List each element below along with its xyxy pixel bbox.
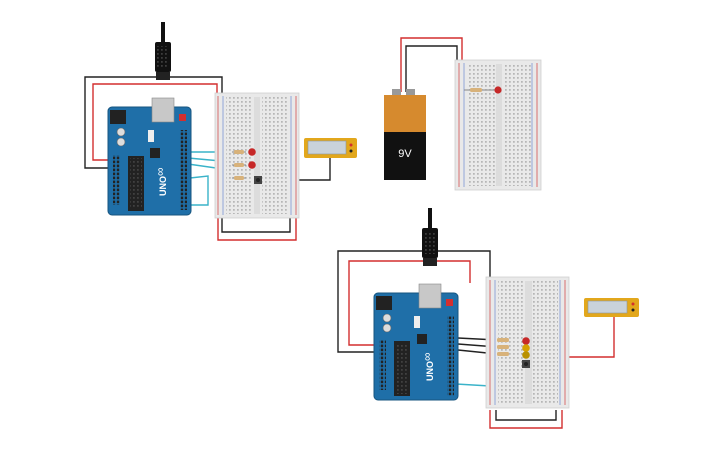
arduino-logo-text: UNO — [425, 361, 435, 381]
infinity-icon: ∞ — [420, 352, 434, 361]
battery-9v[interactable]: 9V — [384, 89, 426, 180]
resistor-1a[interactable] — [232, 150, 246, 154]
power-header — [113, 155, 120, 205]
battery-label: 9V — [398, 148, 412, 160]
circuit-3[interactable]: UNO ∞ — [337, 208, 639, 429]
circuit-2[interactable]: 9V — [384, 37, 542, 191]
power-jack — [110, 110, 126, 124]
digital-header — [180, 130, 187, 210]
reset-button[interactable] — [179, 114, 186, 121]
led-red-2[interactable] — [494, 86, 502, 94]
led-red-1a[interactable] — [248, 148, 256, 156]
resistor-2[interactable] — [464, 88, 494, 92]
power-header — [379, 340, 386, 390]
arduino-uno-board-1[interactable]: UNO ∞ — [107, 97, 192, 216]
resistor-3c[interactable] — [497, 352, 509, 356]
power-jack — [376, 296, 392, 310]
usb-cable[interactable] — [155, 22, 171, 80]
resistor-1c[interactable] — [232, 176, 246, 180]
infinity-icon: ∞ — [153, 167, 167, 176]
pushbutton-3[interactable] — [522, 360, 530, 368]
arduino-logo-text: UNO — [158, 176, 168, 196]
digital-header — [447, 316, 454, 396]
reset-button[interactable] — [446, 299, 453, 306]
breadboard-2[interactable] — [454, 59, 542, 191]
breadboard-1[interactable] — [214, 92, 300, 219]
resistor-3a[interactable] — [497, 338, 509, 342]
led-yellow-3b[interactable] — [522, 351, 530, 359]
led-yellow-3a[interactable] — [522, 344, 530, 352]
arduino-uno-board-2[interactable]: UNO ∞ — [373, 283, 459, 401]
usb-port — [151, 97, 175, 123]
lcd-display-1[interactable] — [304, 138, 357, 158]
usb-port — [418, 283, 442, 309]
led-red-3[interactable] — [522, 337, 530, 345]
resistor-1b[interactable] — [232, 163, 246, 167]
led-red-1b[interactable] — [248, 161, 256, 169]
usb-cable[interactable] — [422, 208, 438, 266]
circuit-1[interactable]: UNO ∞ — [84, 22, 357, 241]
resistor-3b[interactable] — [497, 345, 509, 349]
lcd-display-2[interactable] — [584, 298, 639, 317]
circuit-2-wires[interactable] — [400, 37, 463, 92]
pushbutton-1[interactable] — [254, 176, 262, 184]
